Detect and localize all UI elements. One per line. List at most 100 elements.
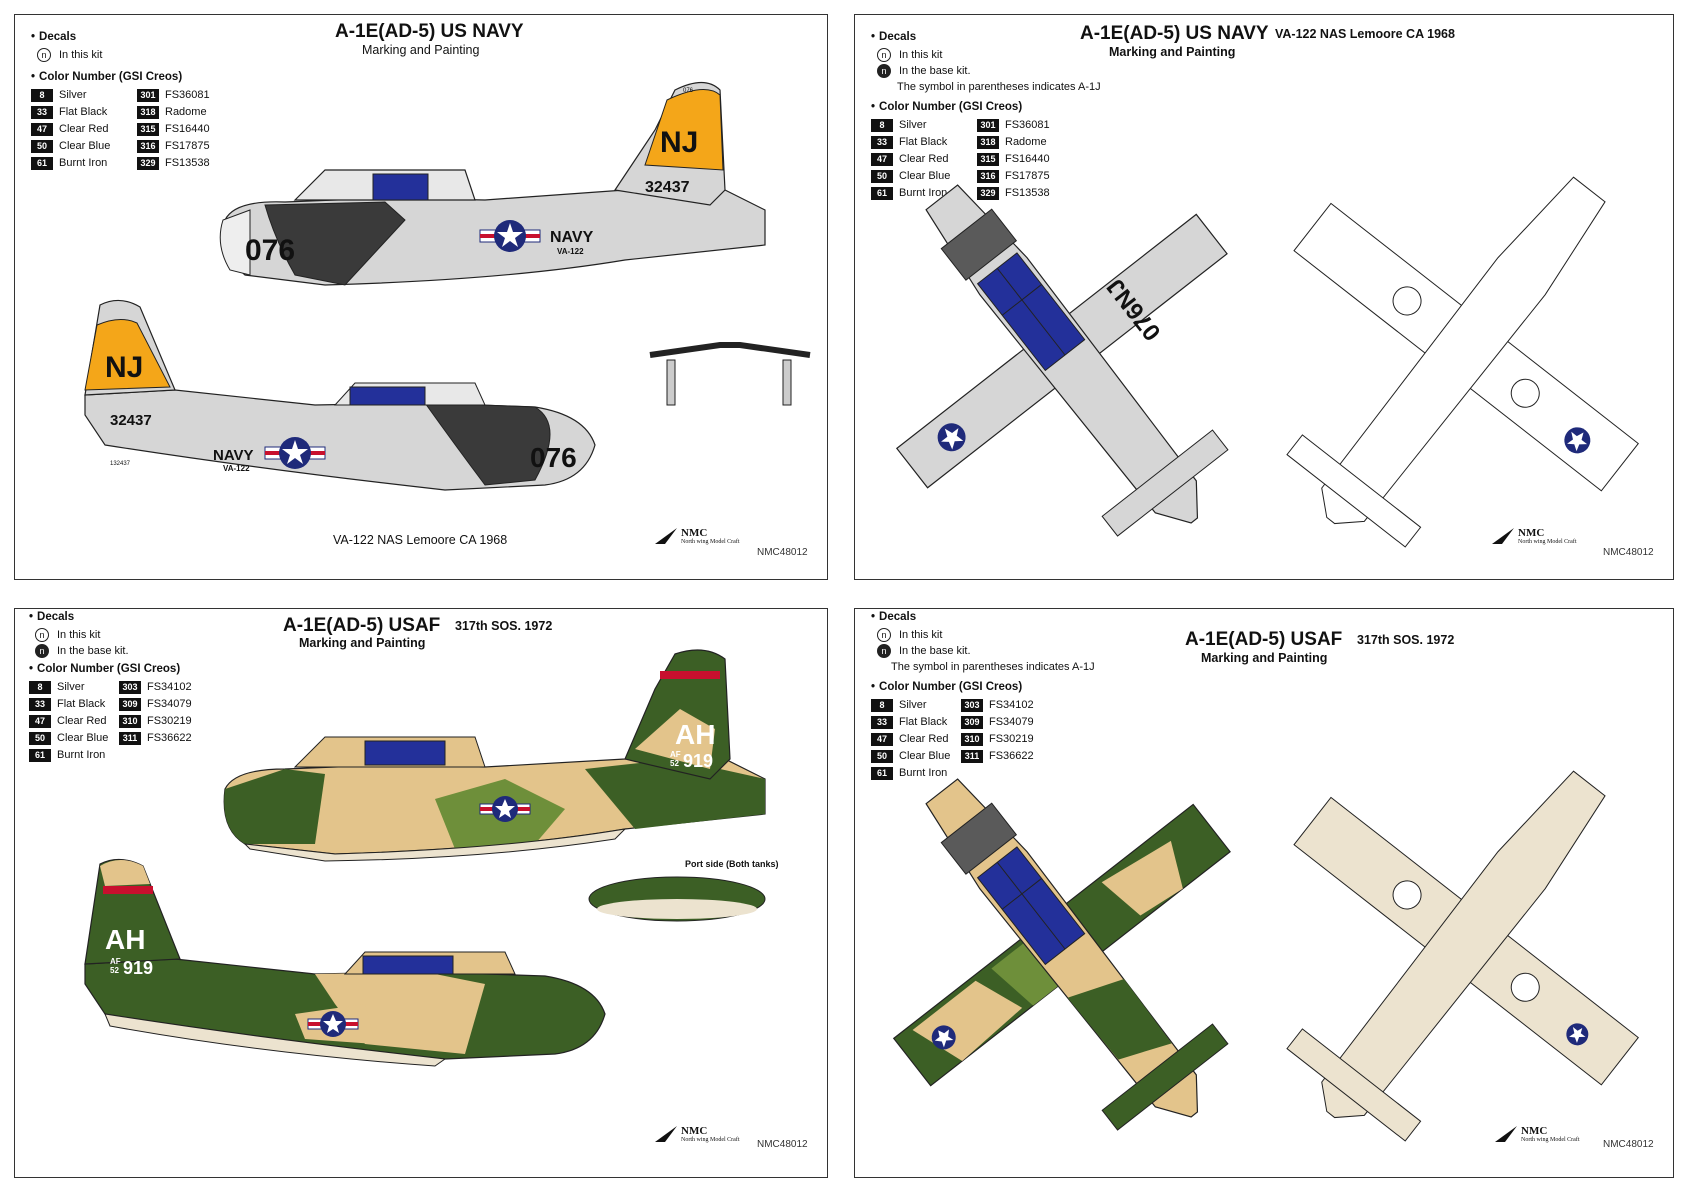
brand-name: NMC (1521, 1125, 1548, 1137)
paint-name: Silver (899, 119, 927, 131)
decal-text: In the base kit. (899, 65, 971, 77)
panel-footer: VA-122 NAS Lemoore CA 1968 (333, 533, 508, 547)
nmc-wing-icon (1495, 1126, 1517, 1142)
stabilizer (1286, 434, 1422, 548)
paint-num: 33 (871, 135, 893, 149)
canopy-glass (364, 740, 446, 766)
paint-num: 8 (871, 698, 893, 712)
paint-num: 61 (29, 748, 51, 762)
paint-num: 50 (31, 139, 53, 153)
navy-text: NAVY (213, 447, 254, 464)
decal-text: In this kit (59, 49, 103, 61)
paint-name: FS30219 (147, 715, 192, 727)
paint-num: 315 (137, 122, 159, 136)
landing-gear-detail (649, 342, 811, 406)
brand-sub: North wing Model Craft (681, 539, 740, 545)
paint-name: Burnt Iron (59, 157, 108, 169)
fuselage (1321, 176, 1606, 525)
paint-name: Flat Black (57, 698, 106, 710)
panel-unit: 317th SOS. 1972 (455, 619, 553, 633)
paint-name: FS16440 (165, 123, 210, 135)
paint-name: FS36622 (147, 732, 192, 744)
tail-tan (635, 709, 715, 769)
tail-yellow (84, 319, 171, 391)
kit-code: NMC48012 (757, 547, 808, 558)
paint-name: Clear Blue (57, 732, 109, 744)
paint-num: 8 (31, 88, 53, 102)
squadron-text: VA-122 (557, 247, 584, 256)
paint-name: Flat Black (899, 716, 948, 728)
paint-num: 61 (31, 156, 53, 170)
camo-green (224, 769, 325, 844)
wheel-well (1392, 286, 1422, 316)
paint-num: 311 (961, 749, 983, 763)
af-text: AF (670, 750, 681, 759)
national-insignia (307, 1011, 359, 1037)
paint-num: 310 (119, 714, 141, 728)
canopy-glass (372, 173, 429, 201)
paint-num: 309 (119, 697, 141, 711)
paint-name: Silver (899, 699, 927, 711)
decals-heading: Decals (31, 31, 233, 43)
panel-subtitle: Marking and Painting (362, 43, 480, 57)
drop-tank-detail (588, 876, 766, 922)
paint-name: Radome (1005, 136, 1047, 148)
paint-num: 318 (977, 135, 999, 149)
paint-name: Burnt Iron (899, 187, 948, 199)
decal-text: In the base kit. (57, 645, 129, 657)
national-insignia (1566, 1023, 1589, 1046)
brand-sub: North wing Model Craft (1521, 1137, 1580, 1143)
decals-heading: Decals (871, 31, 1101, 43)
legend: Decals nIn this kit Color Number (GSI Cr… (31, 31, 233, 171)
paint-num: 310 (961, 732, 983, 746)
paint-name: Clear Red (899, 153, 949, 165)
paint-name: Burnt Iron (899, 767, 948, 779)
tail-band (103, 886, 153, 894)
brand-name: NMC (1518, 527, 1545, 539)
paint-name: Flat Black (59, 106, 108, 118)
cowl-front (219, 209, 251, 276)
aircraft-under-view (1286, 770, 1639, 1142)
tail-code: AH (675, 719, 715, 750)
camo-green (1067, 979, 1172, 1060)
paint-name: FS34079 (147, 698, 192, 710)
wheel-well (1392, 880, 1422, 910)
decal-symbol: n (35, 628, 49, 642)
nmc-wing-icon (655, 1126, 677, 1142)
underside-light (104, 1013, 447, 1067)
stabilizer (1286, 1028, 1422, 1142)
paint-num: 33 (871, 715, 893, 729)
tail-band (660, 671, 720, 679)
paint-name: Silver (59, 89, 87, 101)
bureau-number: 32437 (110, 412, 152, 429)
antiglare (940, 208, 1018, 281)
note: The symbol in parentheses indicates A-1J (891, 661, 1095, 673)
decals-heading: Decals (871, 611, 1095, 623)
aircraft-profile-starboard: AH AF 52 919 (223, 649, 766, 862)
national-insignia (479, 796, 531, 822)
paint-name: FS34102 (989, 699, 1034, 711)
colors-heading: Color Number (GSI Creos) (31, 71, 233, 83)
paint-num: 47 (871, 152, 893, 166)
aircraft-profile-starboard: 076 NAVY VA-122 NJ 32437 076 (219, 81, 766, 286)
antiglare (940, 802, 1018, 875)
year-text: 52 (110, 966, 119, 975)
antiglare (424, 402, 551, 486)
camo-green (585, 759, 765, 829)
brand-sub: North wing Model Craft (1518, 539, 1577, 545)
decal-text: In the base kit. (899, 645, 971, 657)
paint-num: 47 (871, 732, 893, 746)
decal-symbol: n (35, 644, 49, 658)
canopy-glass (349, 386, 426, 406)
nose-code: 076 (530, 442, 577, 473)
national-insignia (931, 1025, 956, 1050)
panel-title: A-1E(AD-5) USAF (283, 615, 441, 636)
national-insignia (1564, 427, 1591, 454)
serial-text: 919 (683, 751, 713, 771)
colors-heading: Color Number (GSI Creos) (871, 681, 1095, 693)
aircraft-top-view: 076NJ (895, 184, 1229, 537)
underside-light (243, 828, 627, 862)
panel-title: A-1E(AD-5) US NAVY (1080, 23, 1269, 44)
decal-text: In this kit (899, 629, 943, 641)
